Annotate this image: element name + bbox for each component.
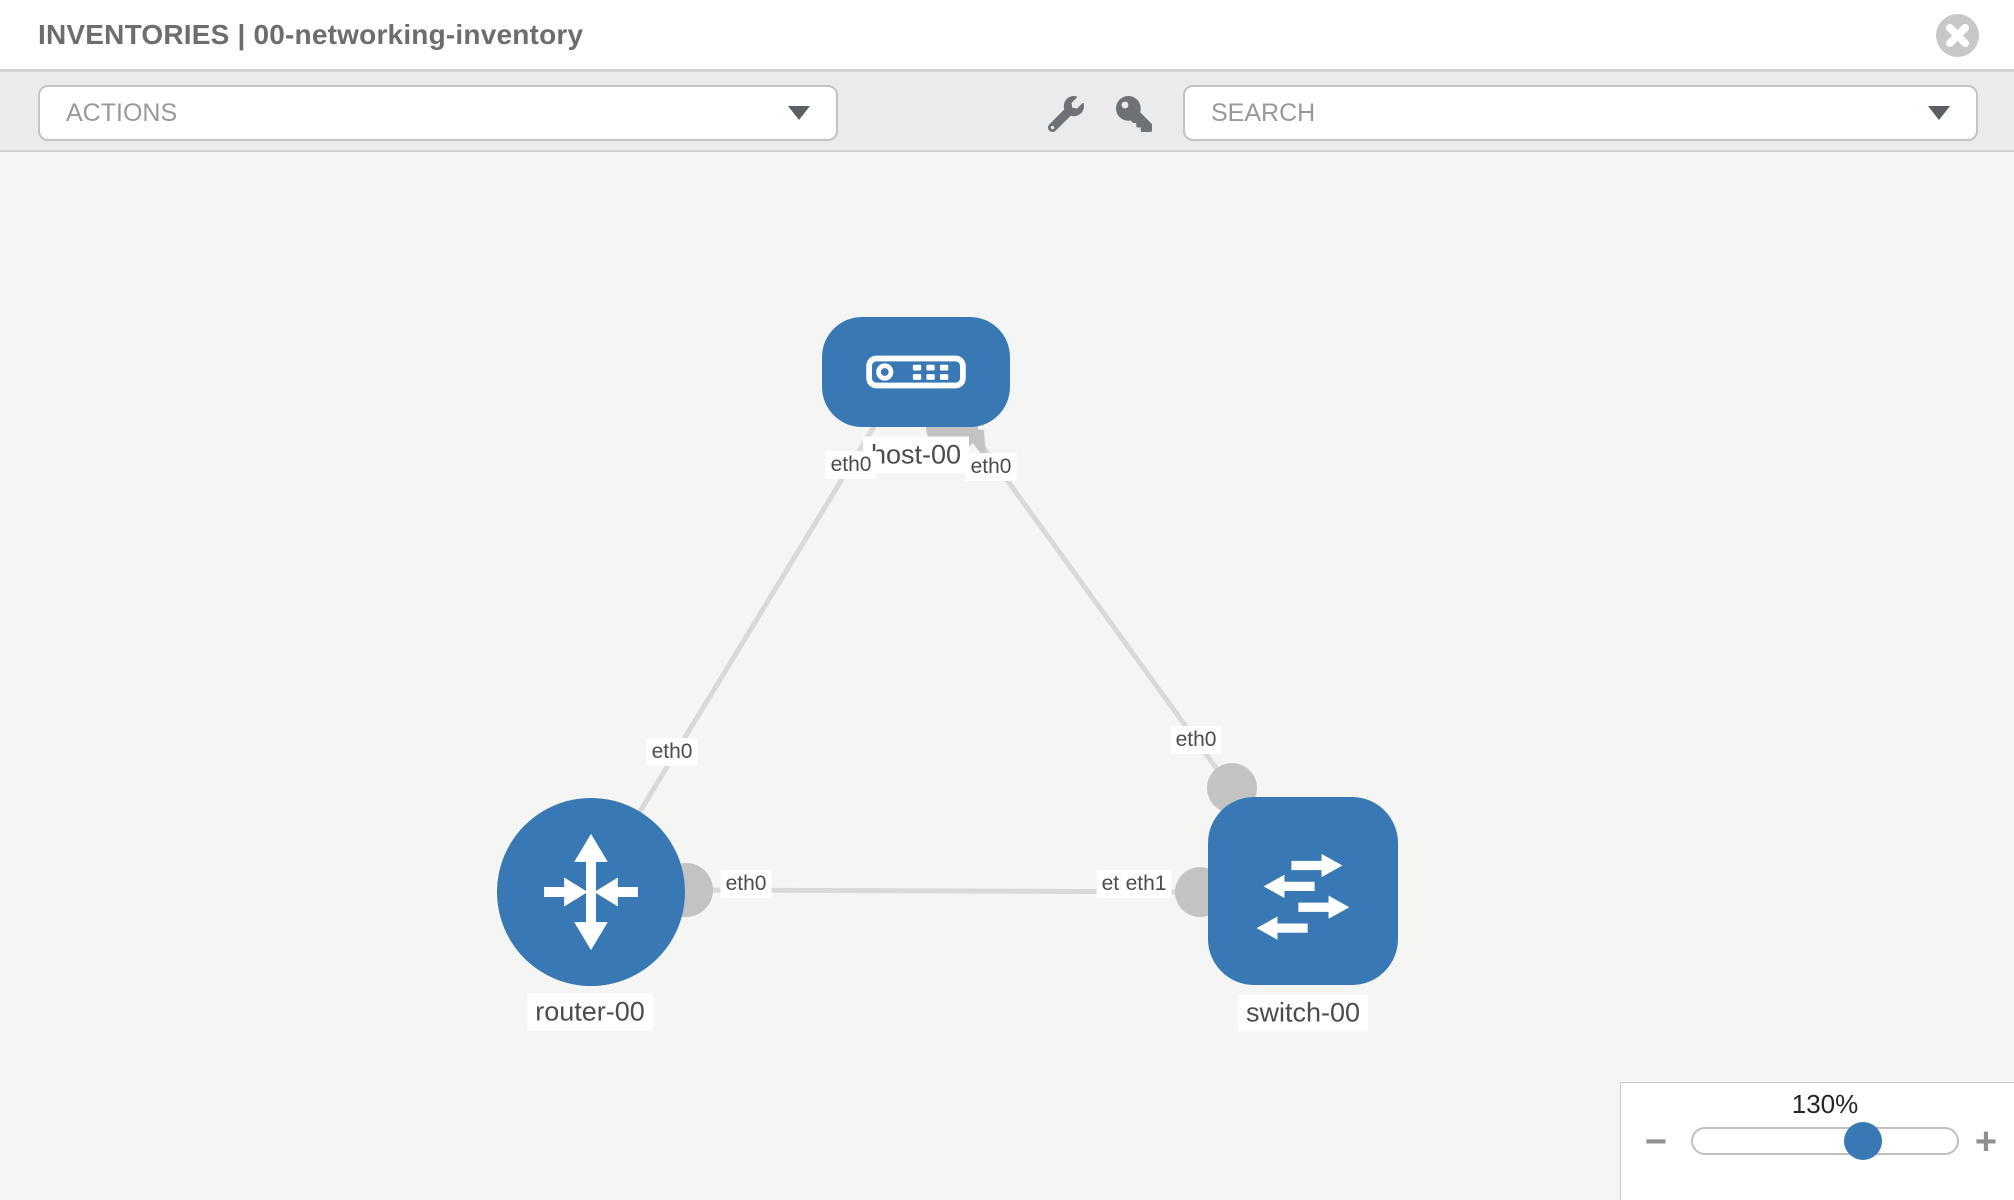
search-dropdown-label: SEARCH — [1211, 98, 1316, 127]
interface-label: eth0 — [646, 738, 698, 766]
close-icon — [1936, 14, 1979, 57]
zoom-slider-thumb[interactable] — [1844, 1122, 1883, 1160]
zoom-out-button[interactable]: − — [1633, 1119, 1679, 1165]
key-icon — [1116, 96, 1152, 132]
interface-label: eth0 — [965, 453, 1017, 481]
topology-svg — [588, 401, 1257, 917]
node-switch-00[interactable] — [1208, 797, 1398, 985]
node-label-switch-00: switch-00 — [1237, 994, 1369, 1032]
actions-dropdown-label: ACTIONS — [66, 98, 178, 127]
wrench-icon — [1048, 96, 1084, 132]
node-router-00[interactable] — [497, 798, 685, 986]
topology-canvas[interactable]: host-00 router-00 switch-00 eth0 eth0 eth0 eth… — [0, 152, 2014, 1200]
search-dropdown[interactable]: SEARCH — [1183, 85, 1978, 141]
header: INVENTORIES | 00-networking-inventory — [0, 0, 2014, 72]
actions-dropdown[interactable]: ACTIONS — [38, 85, 838, 141]
zoom-slider[interactable] — [1691, 1122, 1959, 1160]
credentials-button[interactable] — [1116, 94, 1156, 134]
zoom-level: 130% — [1791, 1089, 1859, 1119]
link-arrowhead-icon — [961, 428, 986, 460]
node-host-00[interactable] — [822, 317, 1010, 427]
server-icon — [866, 355, 966, 389]
page-title: INVENTORIES | 00-networking-inventory — [38, 18, 584, 50]
node-label-router-00: router-00 — [527, 993, 653, 1031]
configure-button[interactable] — [1048, 94, 1088, 134]
toolbar: ACTIONS SEARCH — [0, 72, 2014, 152]
chevron-down-icon — [788, 106, 810, 120]
zoom-panel: 130% − + — [1620, 1082, 2014, 1200]
switch-icon — [1256, 853, 1350, 940]
close-button[interactable] — [1935, 13, 1980, 58]
interface-label: eth0 — [1170, 726, 1222, 754]
router-icon — [544, 833, 638, 951]
interface-label: eth0 — [825, 451, 877, 479]
interface-label: eth0 — [720, 870, 772, 898]
node-label-host-00: host-00 — [862, 436, 970, 474]
interface-label: eth1 — [1120, 870, 1172, 898]
zoom-in-button[interactable]: + — [1963, 1119, 2009, 1165]
chevron-down-icon — [1928, 106, 1950, 120]
